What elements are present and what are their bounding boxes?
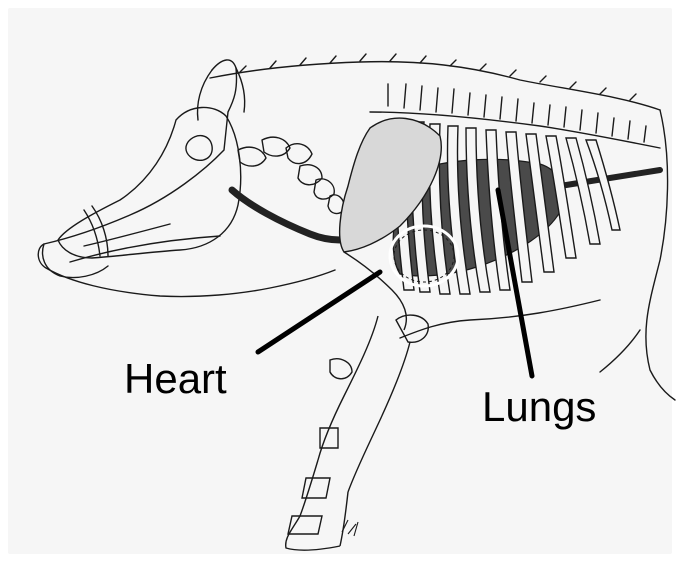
cervical-vertebrae xyxy=(238,137,344,213)
heart-leader-line xyxy=(258,272,380,352)
eye-socket xyxy=(186,136,212,161)
head-outline xyxy=(38,60,335,297)
belly-outline xyxy=(400,300,600,338)
lungs-label: Lungs xyxy=(482,386,596,428)
heart-label: Heart xyxy=(124,358,227,400)
back-outline xyxy=(210,62,660,110)
rump-outline xyxy=(646,110,675,400)
neck-band xyxy=(232,190,340,240)
hind-leg-outline xyxy=(600,330,640,372)
skull xyxy=(58,107,241,258)
front-leg xyxy=(286,252,429,550)
